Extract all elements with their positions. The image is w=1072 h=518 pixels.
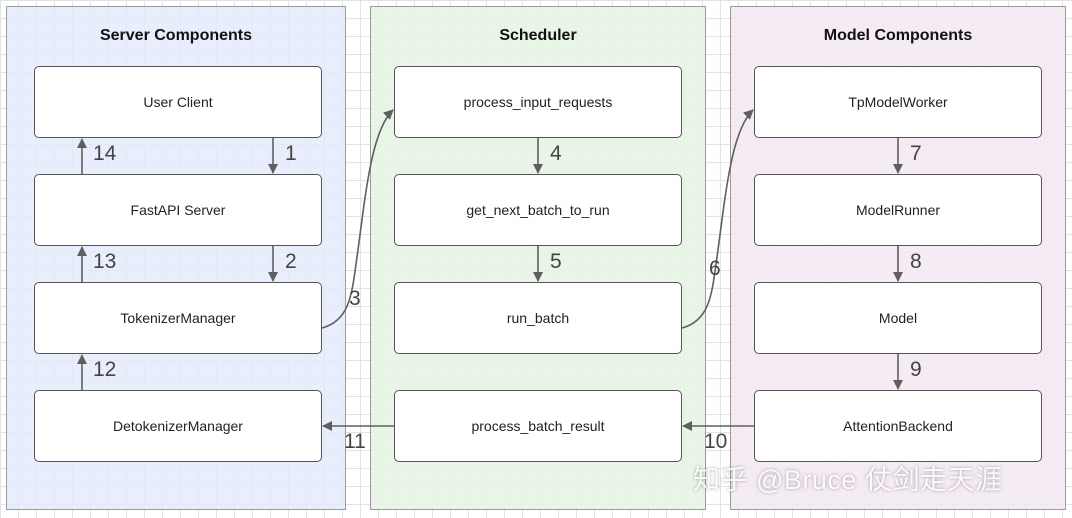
step-label-2: 2 [285, 250, 297, 273]
step-label-10: 10 [704, 430, 728, 453]
node-tokenizer-manager[interactable]: TokenizerManager [34, 282, 322, 354]
watermark: 知乎 @Bruce 仗剑走天涯 [693, 465, 1003, 495]
node-attention-backend[interactable]: AttentionBackend [754, 390, 1042, 462]
node-process-batch-result[interactable]: process_batch_result [394, 390, 682, 462]
node-run-batch[interactable]: run_batch [394, 282, 682, 354]
node-process-input-requests[interactable]: process_input_requests [394, 66, 682, 138]
node-user-client[interactable]: User Client [34, 66, 322, 138]
step-label-5: 5 [550, 250, 562, 273]
scheduler-title: Scheduler [499, 27, 577, 44]
step-label-9: 9 [910, 358, 922, 381]
step-label-14: 14 [93, 142, 117, 165]
step-label-6: 6 [709, 257, 721, 280]
server-components-title: Server Components [99, 27, 253, 44]
step-label-13: 13 [93, 250, 117, 273]
step-label-8: 8 [910, 250, 922, 273]
model-components-title: Model Components [823, 27, 973, 44]
step-label-12: 12 [93, 358, 117, 381]
node-detokenizer-manager[interactable]: DetokenizerManager [34, 390, 322, 462]
node-model-runner[interactable]: ModelRunner [754, 174, 1042, 246]
step-label-3: 3 [349, 287, 361, 310]
node-fastapi-server[interactable]: FastAPI Server [34, 174, 322, 246]
node-get-next-batch-to-run[interactable]: get_next_batch_to_run [394, 174, 682, 246]
node-tp-model-worker[interactable]: TpModelWorker [754, 66, 1042, 138]
step-label-1: 1 [285, 142, 297, 165]
step-label-7: 7 [910, 142, 922, 165]
node-model[interactable]: Model [754, 282, 1042, 354]
step-label-11: 11 [344, 430, 366, 453]
step-label-4: 4 [550, 142, 562, 165]
